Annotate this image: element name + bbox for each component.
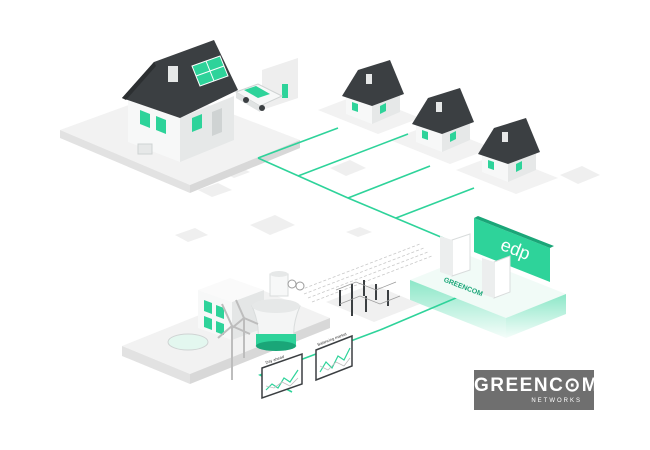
day-ahead-chart: Day ahead	[261, 352, 303, 400]
server-box	[493, 255, 511, 299]
plant-platform-left	[122, 346, 190, 384]
window	[380, 103, 386, 114]
wind-turbine-icon	[231, 299, 259, 358]
window	[204, 300, 212, 314]
window	[216, 305, 224, 319]
window	[352, 102, 358, 112]
door	[212, 108, 222, 136]
window	[488, 160, 494, 170]
chimney	[502, 132, 508, 142]
chart-line-secondary	[265, 377, 299, 389]
server-box	[440, 236, 452, 276]
ac-unit	[137, 143, 153, 155]
floor-tile	[175, 228, 208, 242]
server-box	[451, 233, 471, 277]
floor-tile	[346, 227, 372, 237]
edp-panel-side	[474, 216, 554, 248]
small-house-roof	[412, 88, 474, 134]
chart-board	[261, 352, 303, 400]
server-box	[482, 258, 494, 298]
small-house-group	[318, 60, 558, 194]
balancing-market-chart: Balancing market	[315, 331, 353, 382]
logo-subtitle: NETWORKS	[531, 398, 582, 404]
small-house-roof	[478, 118, 540, 164]
chimney	[366, 74, 372, 84]
main-house-roof-edge	[122, 62, 156, 100]
window	[140, 110, 150, 128]
connection-line	[395, 187, 475, 219]
substation-platform	[326, 284, 420, 322]
window	[450, 131, 456, 142]
ev-charger-icon	[282, 84, 288, 98]
logo-wordmark: GREENC⊙M	[474, 375, 600, 396]
silo	[269, 273, 289, 297]
electric-car-icon	[234, 83, 284, 112]
main-house-group	[60, 40, 300, 193]
hub-platform-glow-right	[506, 294, 566, 338]
hub-platform-glow-left	[410, 280, 506, 338]
transformer-icon	[287, 279, 297, 289]
window	[422, 130, 428, 140]
day-ahead-caption: Day ahead	[265, 354, 285, 365]
connection-line	[347, 165, 431, 199]
transformer-icon	[295, 281, 305, 291]
edp-panel	[474, 218, 550, 282]
factory-roof	[198, 278, 264, 302]
transmission-lines	[299, 243, 433, 303]
window	[156, 116, 166, 134]
floor-tile	[560, 166, 600, 184]
window	[516, 161, 522, 172]
chart-board	[315, 334, 353, 382]
cooling-tower-top	[252, 299, 300, 313]
power-plant-group	[122, 271, 420, 384]
silo-top	[270, 271, 288, 277]
main-house-platform-left	[60, 130, 190, 193]
connection-line	[257, 127, 339, 159]
small-house-roof	[342, 60, 404, 106]
connection-line	[297, 133, 409, 177]
window	[216, 321, 224, 335]
greencom-hub: edp GREENCOM	[410, 216, 566, 338]
floor-tile	[330, 160, 366, 176]
water-pool	[167, 333, 209, 351]
chimney	[168, 66, 178, 82]
greencom-networks-logo: GREENC⊙M NETWORKS	[474, 370, 600, 410]
floor-tile	[250, 215, 295, 235]
window	[192, 114, 202, 132]
wind-turbine-icon	[217, 303, 251, 380]
chart-line	[319, 347, 351, 373]
chart-line-secondary	[319, 357, 351, 371]
market-charts: Day ahead Balancing market	[261, 331, 353, 400]
substation-frame	[335, 281, 401, 305]
window	[204, 316, 212, 330]
cooling-tower-base	[256, 341, 296, 351]
chimney	[436, 102, 442, 112]
floor-tile	[198, 183, 232, 197]
solar-panel-grid	[195, 65, 225, 77]
